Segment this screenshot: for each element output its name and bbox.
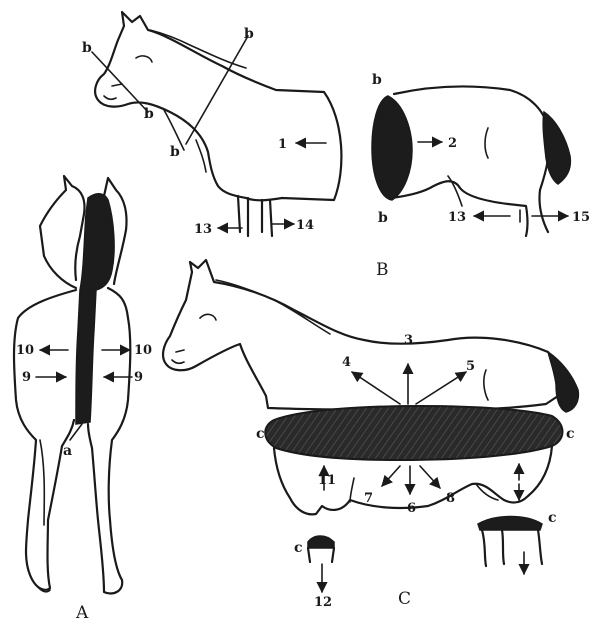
figure-b-forequarters: b b b b 1 13 14: [82, 12, 341, 237]
figure-c-foreleg-cut: [308, 536, 334, 548]
arrow-icon: [352, 372, 400, 404]
figure-label-b: B: [376, 260, 389, 280]
cut-label-b-5: b: [372, 72, 382, 88]
label-7: 7: [364, 491, 373, 506]
cut-label-b-6: b: [378, 210, 388, 226]
cut-label-a: a: [63, 443, 72, 459]
cut-label-b-1: b: [82, 40, 92, 56]
figure-b-hindquarters: 2 b b 13 15 B: [372, 72, 590, 280]
label-11: 11: [318, 473, 336, 488]
label-14: 14: [296, 218, 314, 233]
label-9-right: 9: [134, 370, 143, 385]
figure-c-side-section: 3 4 5 6 7 8 11 12 c c c c C: [163, 260, 578, 610]
label-2: 2: [448, 136, 457, 151]
label-10-left: 10: [16, 343, 34, 358]
figure-b-foreleg-stubs: [238, 196, 272, 236]
label-10-right: 10: [134, 343, 152, 358]
figure-c-mane: [216, 280, 330, 334]
figure-b-hindquarters-outline: [392, 87, 549, 236]
figure-c-cut-surface: [265, 406, 562, 460]
figure-b-face-details: [104, 56, 206, 172]
label-13-b-left: 13: [194, 222, 212, 237]
figure-c-hindleg-stub: [482, 530, 542, 566]
figure-b-forequarters-outline: [95, 12, 341, 200]
figure-c-face-details: [172, 314, 488, 400]
cut-label-b-2: b: [144, 106, 154, 122]
figure-c-upper-part-outline: [163, 260, 559, 410]
label-3: 3: [404, 333, 413, 348]
arrow-icon: [420, 466, 440, 488]
label-13-b-right: 13: [448, 210, 466, 225]
cut-label-c-3: c: [294, 540, 303, 556]
label-5: 5: [466, 359, 475, 374]
arrow-icon: [382, 466, 400, 486]
label-4: 4: [342, 355, 351, 370]
figure-c-foreleg-stub: [308, 548, 334, 562]
figure-c-tail: [548, 352, 578, 412]
arrow-icon: [416, 372, 466, 404]
label-1: 1: [278, 137, 287, 152]
cut-label-b-3: b: [244, 26, 254, 42]
figure-c-hindleg-cut: [478, 517, 542, 531]
figure-label-c: C: [398, 589, 411, 609]
label-12: 12: [314, 595, 332, 610]
label-6: 6: [407, 501, 416, 516]
cut-label-c-4: c: [548, 510, 557, 526]
cut-label-b-4: b: [170, 144, 180, 160]
figure-a-front-view: 10 10 9 9 a A: [14, 176, 152, 621]
figure-b-cut-surface: [372, 96, 412, 200]
cut-label-c-1: c: [256, 426, 265, 442]
cut-label-c-2: c: [566, 426, 575, 442]
label-8: 8: [446, 491, 455, 506]
figure-label-a: A: [75, 603, 89, 621]
figure-b-tail: [543, 112, 570, 184]
label-15: 15: [572, 210, 590, 225]
label-9-left: 9: [22, 370, 31, 385]
